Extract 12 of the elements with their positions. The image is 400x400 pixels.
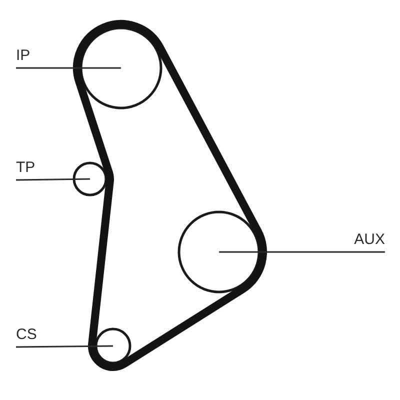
leader-line xyxy=(16,178,90,181)
part-label: CS xyxy=(16,327,37,347)
pulley xyxy=(178,210,260,294)
leader-line xyxy=(16,67,121,69)
leader-line xyxy=(16,345,113,348)
pulley xyxy=(94,328,132,364)
part-label: AUX xyxy=(354,232,385,252)
part-label: IP xyxy=(16,48,30,68)
pulley xyxy=(72,162,108,196)
leader-line xyxy=(219,251,385,253)
pulley xyxy=(80,26,162,110)
part-label: TP xyxy=(16,160,36,180)
